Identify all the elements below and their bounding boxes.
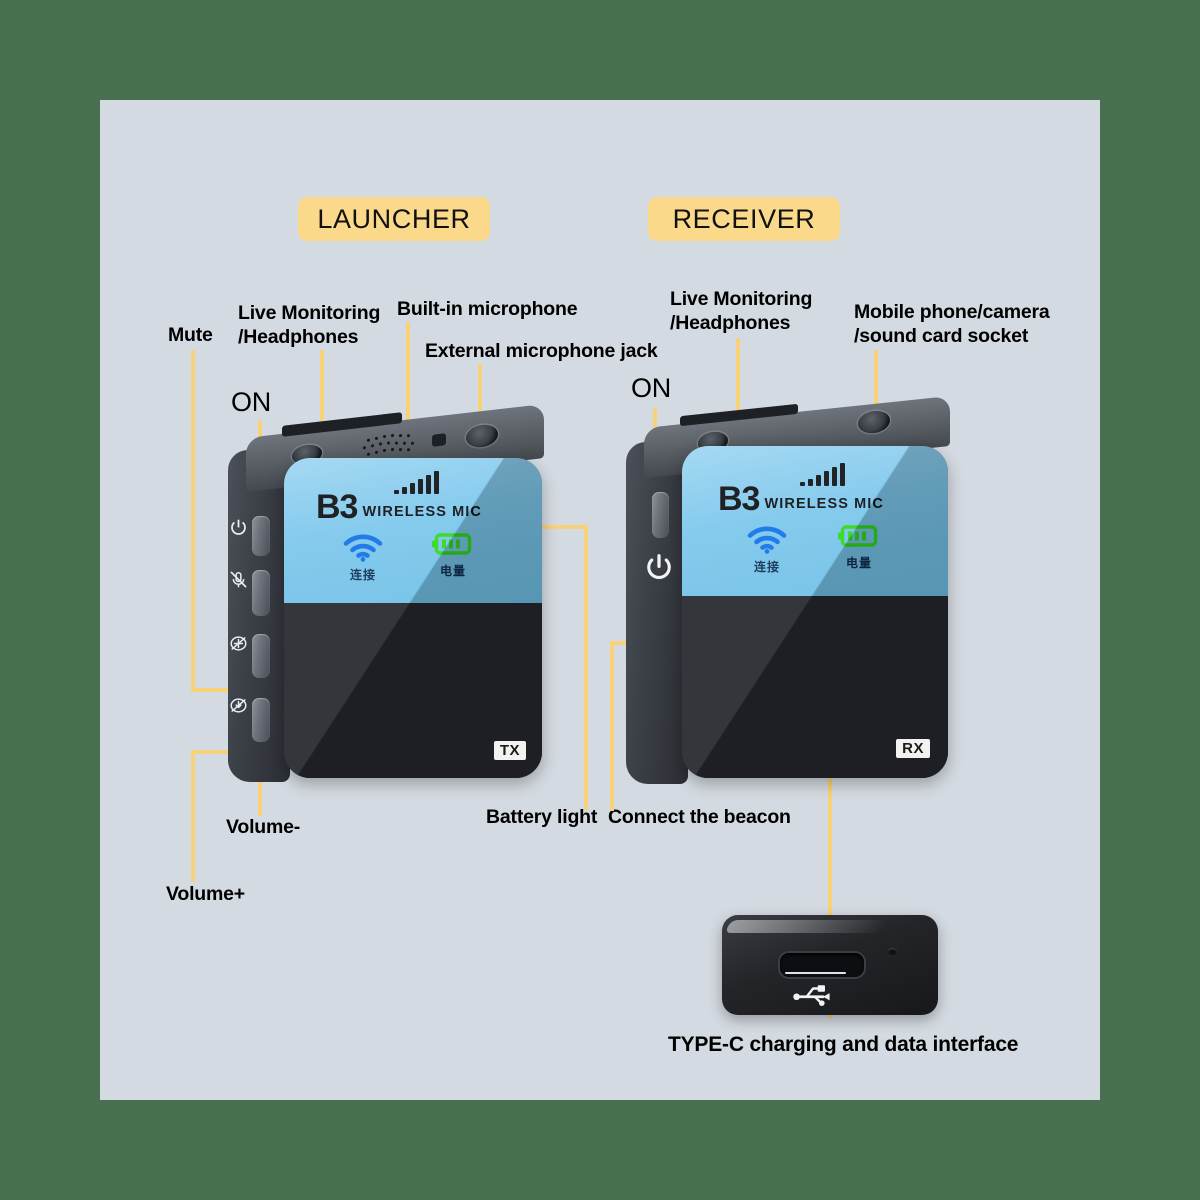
usb-icon <box>793 985 830 1007</box>
usbc-module <box>722 915 938 1015</box>
leader-battery-light-vertical <box>584 525 588 810</box>
battery-icon <box>838 525 878 547</box>
launcher-battery-label-cn: 电量 <box>439 564 466 578</box>
launcher-top-vent <box>432 433 446 447</box>
launcher-brand: B3 WIRELESS MIC <box>316 488 483 526</box>
badge-launcher-label: LAUNCHER <box>317 203 471 234</box>
launcher-front-body: B3 WIRELESS MIC 连接 <box>284 458 542 778</box>
launcher-blue-panel <box>284 458 542 603</box>
receiver-battery-indicator: 电量 <box>830 522 888 571</box>
leader-volume-up-vertical <box>191 750 195 882</box>
receiver-blue-panel <box>682 446 948 596</box>
leader-mute-vertical <box>191 350 195 690</box>
callout-label-battery-light: Battery light <box>486 806 598 828</box>
receiver-battery-label-cn: 电量 <box>845 556 872 570</box>
callout-label-on-rx: ON <box>631 373 672 403</box>
usbc-port[interactable] <box>780 953 864 977</box>
volume-down-icon <box>230 698 247 713</box>
receiver-connect-indicator: 连接 <box>740 526 794 575</box>
mute-mic-icon <box>230 571 247 588</box>
badge-receiver: RECEIVER <box>648 197 840 241</box>
side-mute-button[interactable] <box>252 570 270 616</box>
wifi-icon <box>747 526 787 554</box>
launcher-brand-subtitle: WIRELESS MIC <box>362 503 483 520</box>
badge-receiver-label: RECEIVER <box>672 203 816 234</box>
power-icon <box>231 519 246 535</box>
volume-up-icon <box>230 636 247 651</box>
leader-mute-horizontal <box>191 688 263 692</box>
usbc-highlight <box>724 920 887 933</box>
launcher-signal-bars-icon <box>394 471 439 494</box>
launcher-tag-tx: TX <box>493 741 526 760</box>
callout-label-on-tx: ON <box>231 387 272 417</box>
battery-icon <box>432 533 472 555</box>
badge-launcher: LAUNCHER <box>298 197 490 241</box>
launcher-battery-indicator: 电量 <box>424 530 482 579</box>
callout-label-mute: Mute <box>168 324 213 346</box>
receiver-tag-rx: RX <box>896 739 930 758</box>
callout-label-mobile-socket: Mobile phone/camera /sound card socket <box>854 301 1050 347</box>
callout-label-live-monitoring-rx: Live Monitoring /Headphones <box>670 288 813 334</box>
callout-label-external-microphone-jack: External microphone jack <box>425 340 658 362</box>
callout-label-builtin-microphone: Built-in microphone <box>397 298 578 320</box>
callout-label-volume-down: Volume- <box>226 816 301 838</box>
callout-label-live-monitoring-tx: Live Monitoring /Headphones <box>238 302 381 348</box>
diagram-canvas: LAUNCHER RECEIVER Mute Live Monitoring /… <box>100 100 1100 1100</box>
receiver-brand-subtitle: WIRELESS MIC <box>764 495 885 512</box>
receiver-side-power-button[interactable] <box>652 492 669 538</box>
callout-label-volume-up: Volume+ <box>166 883 245 905</box>
wifi-icon <box>343 534 383 562</box>
device-receiver: B3 WIRELESS MIC 连接 <box>622 395 968 796</box>
receiver-signal-bars-icon <box>800 463 845 486</box>
side-volume-up-button[interactable] <box>252 634 270 678</box>
launcher-connect-indicator: 连接 <box>336 534 390 583</box>
launcher-brand-b3: B3 <box>316 488 358 526</box>
device-launcher: B3 WIRELESS MIC 连接 <box>226 404 566 806</box>
power-icon <box>647 554 671 579</box>
launcher-connect-label-cn: 连接 <box>349 568 376 582</box>
leader-connect-beacon-vertical <box>610 641 614 811</box>
leader-usbc <box>828 776 832 1018</box>
receiver-brand: B3 WIRELESS MIC <box>718 480 885 518</box>
usbc-pin-hole <box>888 948 897 955</box>
callout-label-connect-beacon: Connect the beacon <box>608 806 791 828</box>
receiver-brand-b3: B3 <box>718 480 760 518</box>
receiver-connect-label-cn: 连接 <box>753 560 780 574</box>
side-power-button[interactable] <box>252 516 270 556</box>
side-volume-down-button[interactable] <box>252 698 270 742</box>
receiver-front-body: B3 WIRELESS MIC 连接 <box>682 446 948 778</box>
usbc-caption: TYPE-C charging and data interface <box>668 1033 1019 1056</box>
